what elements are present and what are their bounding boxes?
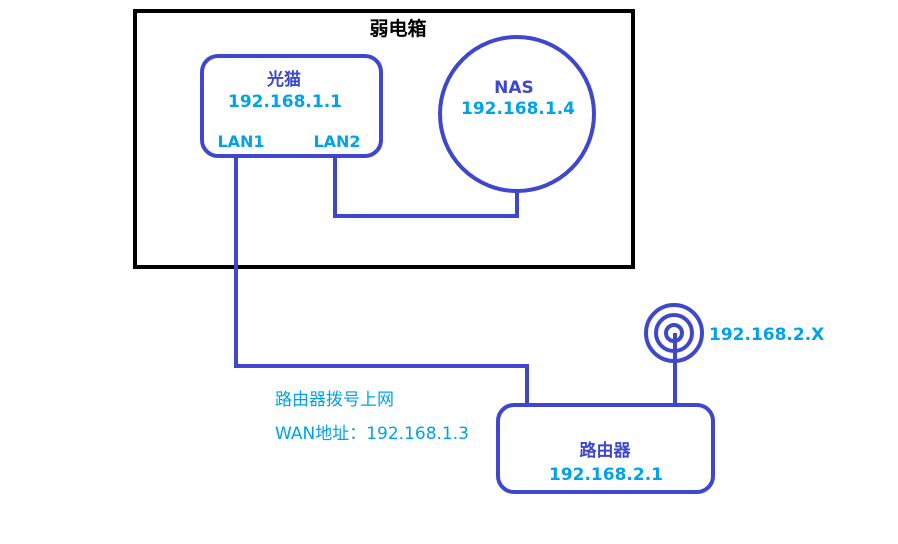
nas-ip: 192.168.1.4 bbox=[461, 99, 575, 119]
nas-name: NAS bbox=[494, 78, 534, 98]
router-ip: 192.168.2.1 bbox=[549, 465, 663, 485]
modem-router-cable bbox=[234, 157, 529, 406]
box-title: 弱电箱 bbox=[369, 17, 426, 40]
router-dialup-note: 路由器拨号上网 bbox=[275, 390, 394, 410]
modem-name: 光猫 bbox=[266, 69, 301, 90]
modem-ip: 192.168.1.1 bbox=[228, 92, 342, 112]
optical-modem-box bbox=[200, 54, 383, 158]
router-name: 路由器 bbox=[580, 440, 632, 461]
router-wan-note: WAN地址：192.168.1.3 bbox=[275, 424, 469, 444]
router-box bbox=[496, 403, 715, 494]
wifi-subnet-label: 192.168.2.X bbox=[709, 325, 824, 345]
wifi-signal-icon bbox=[644, 303, 704, 363]
modem-port-lan2: LAN2 bbox=[313, 132, 360, 151]
modem-nas-cable bbox=[333, 157, 519, 218]
weak-current-box bbox=[133, 9, 635, 269]
modem-port-lan1: LAN1 bbox=[217, 132, 264, 151]
nas-circle bbox=[438, 35, 596, 193]
